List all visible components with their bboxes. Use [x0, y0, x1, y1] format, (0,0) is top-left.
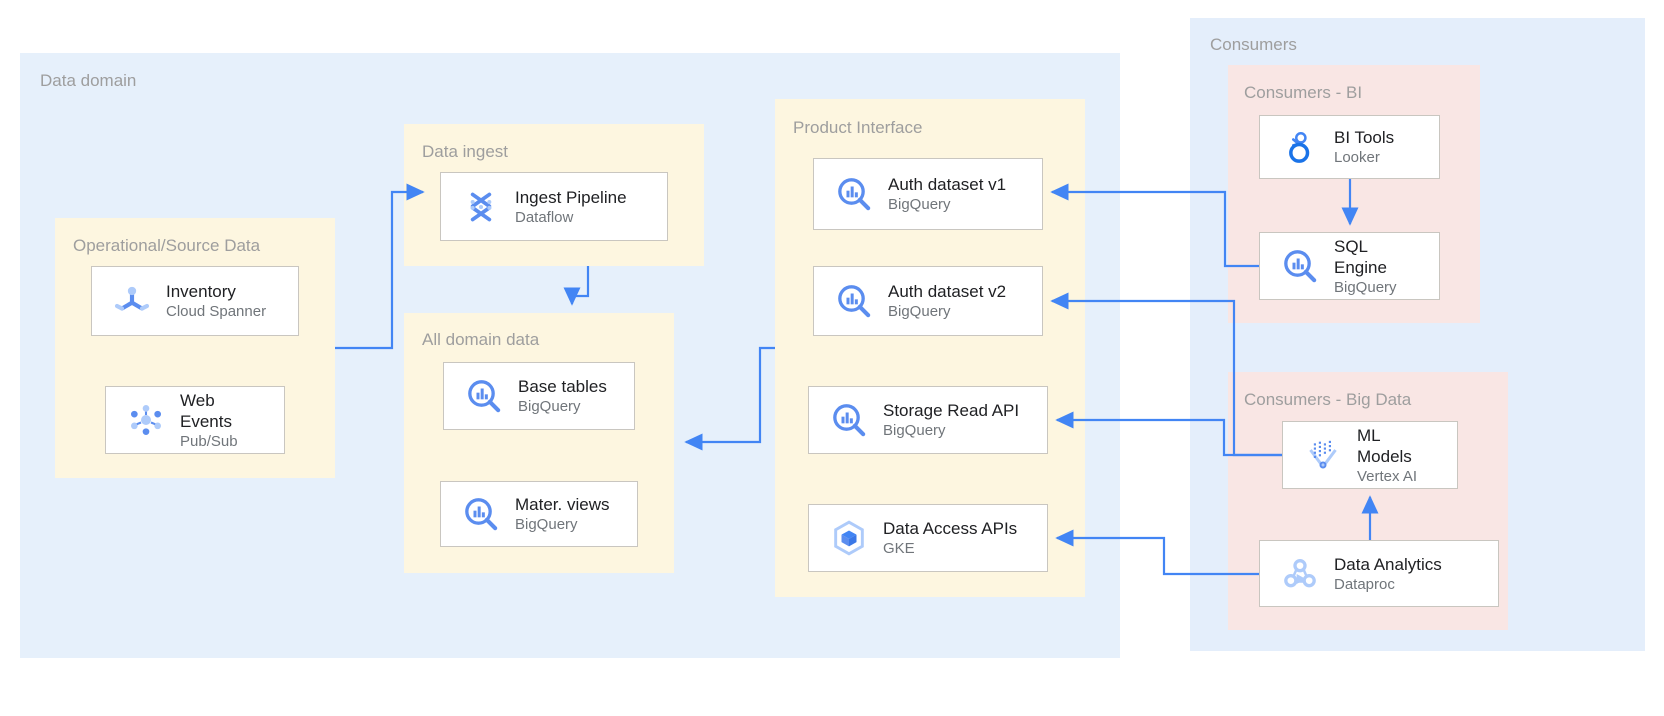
node-data-analytics[interactable]: Data Analytics Dataproc	[1259, 540, 1499, 607]
bigquery-icon	[458, 370, 510, 422]
node-base-tables-title: Base tables	[518, 377, 607, 396]
node-auth-v1-title: Auth dataset v1	[888, 175, 1007, 194]
node-data-analytics-title: Data Analytics	[1334, 554, 1442, 574]
vertex-ai-icon	[1297, 429, 1349, 481]
gke-icon	[823, 512, 875, 564]
panel-all-domain-data-label: All domain data	[422, 330, 540, 349]
node-web-events-line-1: Web	[180, 390, 215, 410]
node-mater-views-title: Mater. views	[515, 495, 610, 514]
node-bi-tools-service: Looker	[1334, 149, 1380, 166]
node-data-access-title: Data Access APIs	[883, 519, 1018, 538]
looker-icon	[1274, 121, 1326, 173]
node-ingest-pipeline[interactable]: Ingest Pipeline Dataflow	[440, 172, 668, 241]
bigquery-icon	[1274, 240, 1326, 292]
panel-product-interface-label: Product Interface	[793, 118, 923, 137]
panel-operational-label: Operational/Source Data	[73, 236, 261, 255]
node-auth-v2-title: Auth dataset v2	[888, 282, 1007, 301]
node-auth-dataset-v1[interactable]: Auth dataset v1 BigQuery	[813, 158, 1043, 230]
node-ml-models-line-2: Models	[1357, 446, 1412, 466]
panel-consumers-bi-label: Consumers - BI	[1244, 83, 1363, 102]
node-web-events[interactable]: Web Events Pub/Sub	[105, 386, 285, 454]
node-web-events-line-2: Events	[180, 411, 232, 431]
node-auth-v2-service: BigQuery	[888, 303, 951, 320]
node-storage-read-title: Storage Read API	[883, 401, 1020, 420]
node-ml-models-service: Vertex AI	[1357, 467, 1418, 485]
node-bi-tools[interactable]: BI Tools Looker	[1259, 115, 1440, 179]
dataproc-icon	[1274, 548, 1326, 600]
panel-consumers-label: Consumers	[1210, 35, 1297, 54]
node-bi-tools-title: BI Tools	[1334, 128, 1395, 147]
node-storage-read-service: BigQuery	[883, 422, 946, 439]
node-base-tables[interactable]: Base tables BigQuery	[443, 362, 635, 430]
cloud-spanner-icon	[106, 275, 158, 327]
node-ingest-pipeline-title: Ingest Pipeline	[515, 187, 627, 207]
panel-data-ingest-label: Data ingest	[422, 142, 508, 161]
node-sql-engine[interactable]: SQL Engine BigQuery	[1259, 232, 1440, 300]
node-data-analytics-service: Dataproc	[1334, 575, 1395, 593]
panel-data-domain-label: Data domain	[40, 71, 137, 90]
panel-consumers-big-data-label: Consumers - Big Data	[1244, 390, 1412, 409]
bigquery-icon	[828, 168, 880, 220]
node-ingest-pipeline-service: Dataflow	[515, 208, 574, 226]
node-ml-models[interactable]: ML Models Vertex AI	[1282, 421, 1458, 489]
node-storage-read-api[interactable]: Storage Read API BigQuery	[808, 386, 1048, 454]
node-data-access-apis[interactable]: Data Access APIs GKE	[808, 504, 1048, 572]
bigquery-icon	[828, 275, 880, 327]
node-web-events-service: Pub/Sub	[180, 432, 238, 450]
node-data-access-service: GKE	[883, 540, 915, 557]
node-sql-engine-service: BigQuery	[1334, 278, 1397, 296]
node-inventory[interactable]: Inventory Cloud Spanner	[91, 266, 299, 336]
pubsub-icon	[120, 394, 172, 446]
node-inventory-title: Inventory	[166, 282, 236, 301]
node-base-tables-service: BigQuery	[518, 398, 581, 415]
node-auth-dataset-v2[interactable]: Auth dataset v2 BigQuery	[813, 266, 1043, 336]
node-sql-engine-line-2: Engine	[1334, 257, 1387, 277]
node-inventory-service: Cloud Spanner	[166, 303, 267, 320]
node-mater-views[interactable]: Mater. views BigQuery	[440, 481, 638, 547]
node-mater-views-service: BigQuery	[515, 516, 578, 533]
bigquery-icon	[455, 488, 507, 540]
dataflow-icon	[455, 181, 507, 233]
node-ml-models-line-1: ML	[1357, 425, 1381, 445]
node-auth-v1-service: BigQuery	[888, 196, 951, 213]
node-sql-engine-line-1: SQL	[1334, 236, 1369, 256]
bigquery-icon	[823, 394, 875, 446]
